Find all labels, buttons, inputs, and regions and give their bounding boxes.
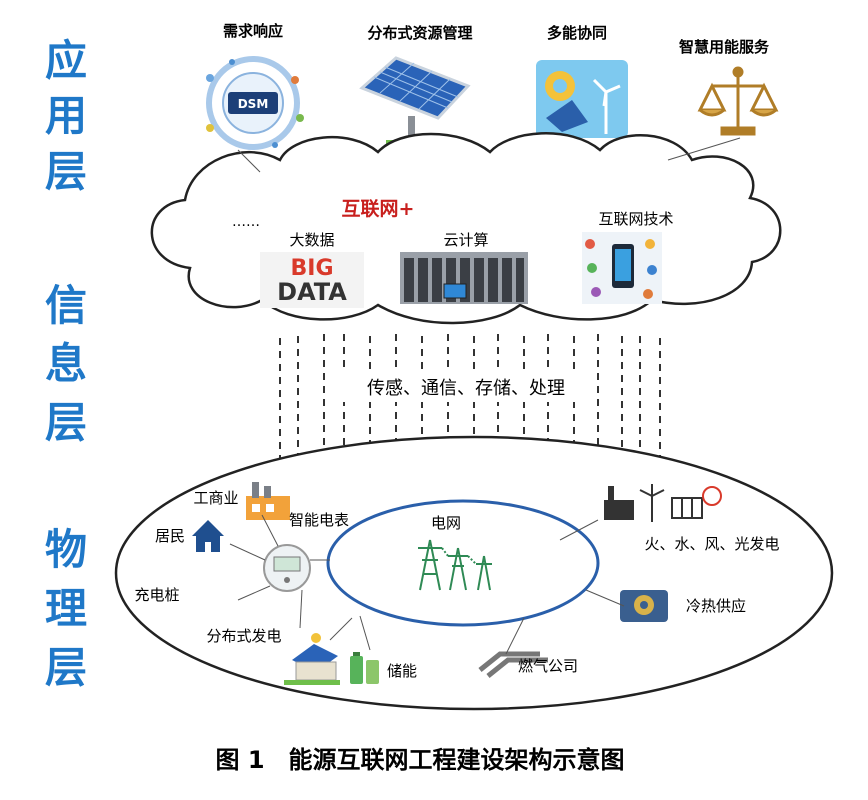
battery-icon — [350, 652, 379, 684]
solar-panel-icon — [359, 56, 471, 147]
physical-item-heating-cooling: 冷热供应 — [686, 597, 746, 615]
grid-connectors — [505, 519, 625, 655]
physical-item-storage: 储能 — [387, 662, 417, 680]
layer-label-application: 应 用 层 — [45, 36, 87, 196]
factory-icon — [246, 482, 290, 520]
power-plants-icon — [604, 484, 722, 522]
dsm-icon: DSM — [206, 56, 304, 150]
svg-text:信: 信 — [45, 281, 87, 330]
physical-item-power-generation: 火、水、风、光发电 — [644, 535, 779, 553]
physical-ellipse — [114, 435, 834, 711]
layer-label-information: 信 息 层 — [45, 281, 87, 447]
physical-item-residents: 居民 — [155, 527, 185, 545]
physical-item-charging-pile: 充电桩 — [134, 586, 179, 604]
app-item-demand-response: 需求响应 — [223, 22, 283, 40]
app-item-multi-energy: 多能协同 — [547, 24, 607, 42]
multi-energy-icon — [536, 60, 628, 138]
dsm-badge: DSM — [238, 97, 269, 111]
cloud-item-internet-tech: 互联网技术 — [598, 210, 673, 228]
grid-label: 电网 — [431, 514, 461, 532]
gas-pipe-icon — [478, 651, 548, 678]
rooftop-pv-icon — [284, 633, 340, 685]
big-data-big: BIG — [290, 256, 333, 281]
info-label-bg — [335, 370, 597, 402]
meter-connectors — [229, 514, 371, 651]
svg-text:层: 层 — [45, 147, 87, 196]
cloud-title: 互联网+ — [342, 198, 415, 220]
svg-text:息: 息 — [45, 339, 87, 388]
physical-item-distributed-generation: 分布式发电 — [206, 627, 281, 645]
svg-text:层: 层 — [45, 398, 87, 447]
cloud-item-cloud-computing: 云计算 — [443, 231, 488, 249]
meter-label: 智能电表 — [289, 511, 349, 529]
layer-label-physical: 物 理 层 — [45, 525, 87, 692]
house-icon — [192, 520, 224, 552]
internet-tech-icon — [582, 232, 662, 304]
heat-cool-icon — [620, 590, 668, 622]
app-item-smart-energy-service: 智慧用能服务 — [679, 38, 770, 56]
svg-text:应: 应 — [45, 36, 87, 85]
physical-item-gas-company: 燃气公司 — [518, 657, 578, 675]
app-connectors — [237, 137, 741, 173]
server-racks-icon — [400, 252, 528, 304]
svg-text:理: 理 — [45, 584, 87, 633]
smart-meter-icon — [263, 544, 311, 592]
big-data-icon: BIG DATA — [260, 252, 364, 308]
cloud-ellipsis: …… — [232, 214, 260, 230]
info-label: 传感、通信、存储、处理 — [367, 378, 565, 399]
grid-ellipse — [326, 499, 600, 627]
power-tower-icon — [418, 539, 492, 591]
svg-text:用: 用 — [45, 91, 87, 140]
physical-item-industry: 工商业 — [193, 489, 238, 507]
app-item-distributed-resource: 分布式资源管理 — [367, 24, 472, 42]
big-data-data: DATA — [277, 278, 347, 306]
figure-caption: 图 1 能源互联网工程建设架构示意图 — [215, 746, 624, 774]
scales-icon — [697, 66, 779, 136]
svg-text:层: 层 — [45, 643, 87, 692]
svg-text:物: 物 — [45, 525, 87, 574]
cloud-item-big-data: 大数据 — [289, 231, 334, 249]
